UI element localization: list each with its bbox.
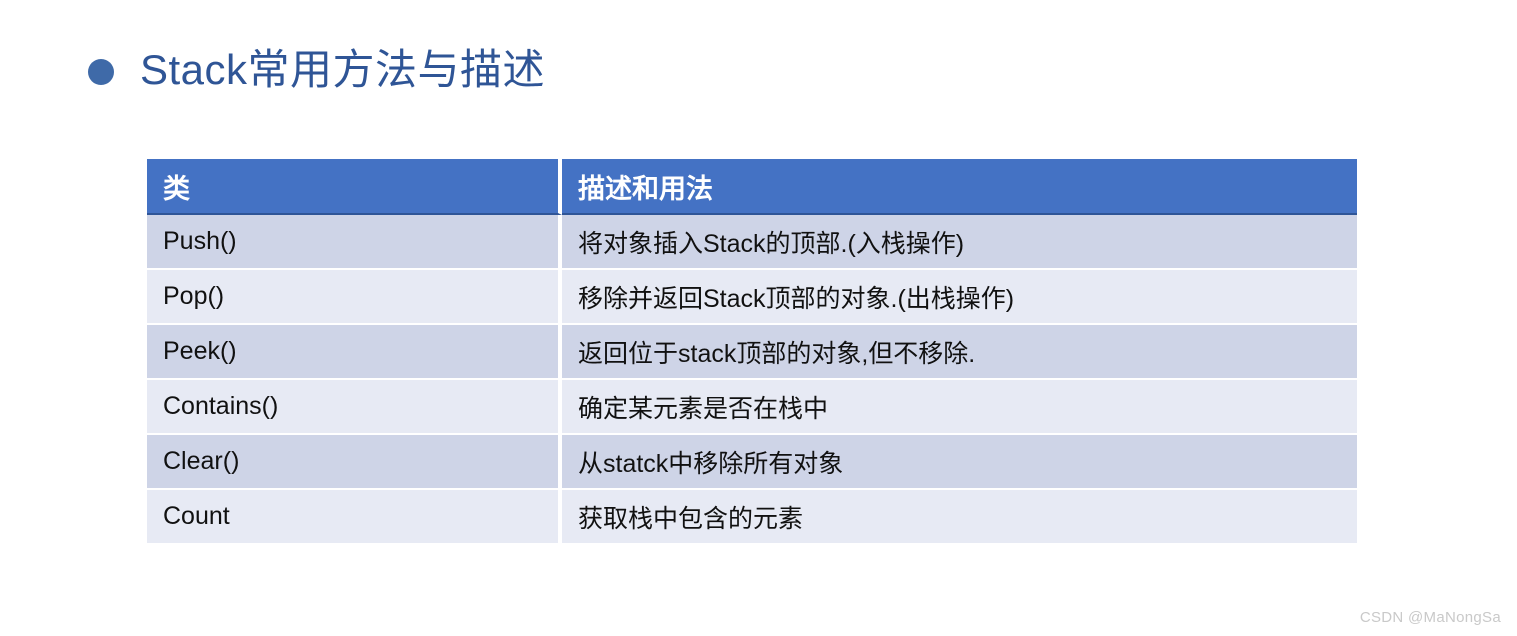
table-header: 类 描述和用法 [147,159,1357,215]
column-header-class: 类 [147,159,562,215]
table-row: Count 获取栈中包含的元素 [147,490,1357,543]
method-name: Pop() [163,282,225,310]
table-cell-description: 从statck中移除所有对象 [562,435,1357,490]
method-description: 获取栈中包含的元素 [578,504,804,533]
table-cell-description: 移除并返回Stack顶部的对象.(出栈操作) [562,270,1357,325]
method-description: 返回位于stack顶部的对象,但不移除. [578,339,976,368]
bullet-icon [88,59,114,86]
column-header-description: 描述和用法 [562,159,1357,215]
table-cell-description: 将对象插入Stack的顶部.(入栈操作) [562,215,1357,270]
table-cell-method: Peek() [147,325,562,380]
table-cell-description: 返回位于stack顶部的对象,但不移除. [562,325,1357,380]
table: 类 描述和用法 Push() 将对象插入Stack的顶部.(入栈操作) Pop(… [147,159,1357,543]
table-cell-method: Count [147,490,562,543]
method-description: 将对象插入Stack的顶部.(入栈操作) [578,229,965,258]
table-header-row: 类 描述和用法 [147,159,1357,215]
method-name: Clear() [163,447,240,475]
method-name: Contains() [163,392,279,420]
method-description: 从statck中移除所有对象 [578,449,844,478]
page-title-text: Stack常用方法与描述 [140,46,546,93]
table-cell-description: 确定某元素是否在栈中 [562,380,1357,435]
table-row: Push() 将对象插入Stack的顶部.(入栈操作) [147,215,1357,270]
table-row: Pop() 移除并返回Stack顶部的对象.(出栈操作) [147,270,1357,325]
table-cell-method: Clear() [147,435,562,490]
table-row: Clear() 从statck中移除所有对象 [147,435,1357,490]
method-name: Count [163,502,230,530]
stack-methods-table: 类 描述和用法 Push() 将对象插入Stack的顶部.(入栈操作) Pop(… [147,159,1357,543]
method-description: 确定某元素是否在栈中 [578,394,829,423]
table-cell-method: Push() [147,215,562,270]
watermark: CSDN @MaNongSa [1359,609,1501,626]
table-row: Contains() 确定某元素是否在栈中 [147,380,1357,435]
method-name: Peek() [163,337,237,365]
table-body: Push() 将对象插入Stack的顶部.(入栈操作) Pop() 移除并返回S… [147,215,1357,543]
table-cell-description: 获取栈中包含的元素 [562,490,1357,543]
method-description: 移除并返回Stack顶部的对象.(出栈操作) [578,284,1015,313]
method-name: Push() [163,227,237,255]
table-row: Peek() 返回位于stack顶部的对象,但不移除. [147,325,1357,380]
table-cell-method: Contains() [147,380,562,435]
page-title: Stack常用方法与描述 [88,46,545,94]
table-cell-method: Pop() [147,270,562,325]
